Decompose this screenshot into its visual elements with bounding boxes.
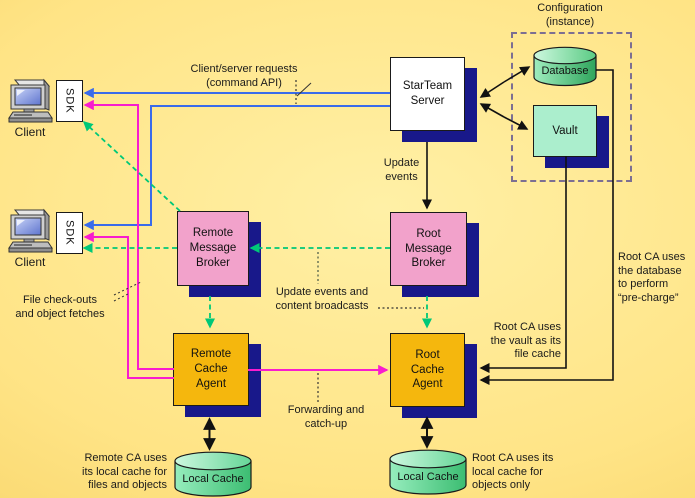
remote-message-broker-box: Remote Message Broker	[177, 211, 249, 286]
pink-line-remoteca-to-sdk1	[83, 99, 174, 370]
root-message-broker-label: Root Message Broker	[405, 227, 452, 270]
update-broadcasts-label: Update events and content broadcasts	[275, 286, 369, 312]
forwarding-catchup-label: Forwarding and catch-up	[287, 404, 365, 430]
black-arrow-server-database-a	[479, 81, 505, 98]
root-local-cache-cylinder: Local Cache	[389, 449, 467, 495]
blue-line-server-to-sdk2	[83, 105, 390, 231]
green-line-remotemb-to-sdk1	[82, 120, 181, 212]
remote-local-cache-cylinder: Local Cache	[174, 451, 252, 497]
vault-box: Vault	[533, 105, 597, 157]
black-arrow-server-vault-a	[479, 103, 505, 118]
client2-sdk-label: SDK	[63, 220, 76, 246]
database-cylinder: Database	[533, 46, 597, 87]
file-checkouts-label: File check-outs and object fetches	[15, 294, 105, 320]
root-ca-cache-note: Root CA uses its local cache for objects…	[472, 452, 554, 492]
leader-file-checkouts-a	[113, 281, 142, 296]
root-cache-agent-label: Root Cache Agent	[410, 348, 445, 391]
client2-sdk-box: SDK	[56, 212, 83, 254]
root-ca-database-note: Root CA uses the database to perform “pr…	[618, 251, 686, 304]
client1-sdk-label: SDK	[63, 88, 76, 114]
client-server-requests-label: Client/server requests (command API)	[190, 63, 298, 89]
root-local-cache-label: Local Cache	[397, 471, 458, 483]
client2-label: Client	[14, 255, 46, 269]
remote-cache-agent-box: Remote Cache Agent	[173, 333, 249, 406]
configuration-title: Configuration (instance)	[537, 2, 603, 28]
starteam-server-label: StarTeam Server	[402, 80, 453, 107]
root-message-broker-box: Root Message Broker	[390, 212, 467, 286]
remote-cache-agent-label: Remote Cache Agent	[190, 348, 232, 390]
remote-ca-cache-note: Remote CA uses its local cache for files…	[82, 452, 167, 492]
client1-computer-icon	[8, 78, 53, 123]
remote-message-broker-label: Remote Message Broker	[189, 227, 237, 269]
vault-label: Vault	[552, 124, 578, 137]
client1-sdk-box: SDK	[56, 80, 83, 122]
leader-file-checkouts-b	[113, 292, 131, 302]
root-cache-agent-box: Root Cache Agent	[390, 333, 465, 407]
remote-local-cache-label: Local Cache	[182, 473, 243, 485]
client1-label: Client	[14, 125, 46, 139]
root-ca-vault-note: Root CA uses the vault as its file cache	[490, 321, 561, 361]
starteam-server-box: StarTeam Server	[390, 57, 465, 131]
update-events-label: Update events	[383, 157, 420, 183]
database-label: Database	[541, 65, 588, 77]
client2-computer-icon	[8, 208, 53, 253]
